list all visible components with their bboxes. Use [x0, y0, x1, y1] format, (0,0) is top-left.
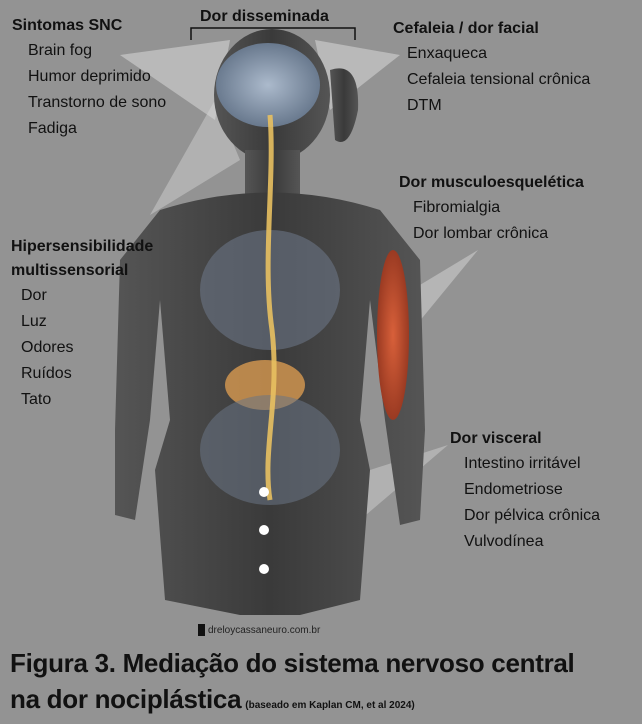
list-item: Ruídos [21, 365, 72, 382]
caption-citation: (baseado em Kaplan CM, et al 2024) [245, 700, 415, 711]
musculoskeletal-title: Dor musculoesquelética [399, 174, 584, 191]
logo-icon [198, 624, 205, 636]
list-item: Vulvodínea [464, 533, 544, 550]
headache-title: Cefaleia / dor facial [393, 20, 539, 37]
marker-dot [259, 487, 269, 497]
headache-group: Cefaleia / dor facial Enxaqueca Cefaleia… [393, 17, 590, 119]
visceral-title: Dor visceral [450, 430, 542, 447]
list-item: Dor lombar crônica [413, 225, 549, 242]
list-item: Dor [21, 287, 47, 304]
list-item: Odores [21, 339, 74, 356]
visceral-group: Dor visceral Intestino irritável Endomet… [450, 427, 600, 555]
brain [216, 43, 320, 127]
arm-muscle [377, 250, 409, 420]
body-illustration [115, 27, 478, 615]
list-item: Cefaleia tensional crônica [407, 71, 591, 88]
watermark: dreloycassaneuro.com.br [198, 624, 320, 636]
caption-line1: Figura 3. Mediação do sistema nervoso ce… [10, 648, 575, 678]
list-item: Dor pélvica crônica [464, 507, 601, 524]
hypersensitivity-group: Hipersensibilidade multissensorial Dor L… [11, 235, 153, 413]
callout-beam-hypersensitivity [150, 100, 240, 215]
cns-symptoms-group: Sintomas SNC Brain fog Humor deprimido T… [12, 14, 166, 142]
cns-title: Sintomas SNC [12, 17, 123, 34]
list-item: Transtorno de sono [28, 94, 167, 111]
list-item: Endometriose [464, 481, 563, 498]
list-item: Enxaqueca [407, 45, 488, 62]
list-item: DTM [407, 97, 442, 114]
watermark-text: dreloycassaneuro.com.br [208, 624, 321, 636]
widespread-pain-title: Dor disseminada [200, 8, 329, 25]
list-item: Humor deprimido [28, 68, 151, 85]
list-item: Fibromialgia [413, 199, 501, 216]
callout-beam-cns [120, 40, 230, 120]
list-item: Intestino irritável [464, 455, 581, 472]
list-item: Fadiga [28, 120, 77, 137]
list-item: Luz [21, 313, 47, 330]
widespread-bracket [190, 27, 356, 40]
musculoskeletal-group: Dor musculoesquelética Fibromialgia Dor … [399, 171, 584, 247]
hypersensitivity-title-line1: Hipersensibilidade [11, 238, 154, 255]
list-item: Brain fog [28, 42, 93, 59]
marker-dot [259, 525, 269, 535]
caption-line2: na dor nociplástica [10, 684, 242, 714]
spinal-nerve [265, 114, 277, 501]
list-item: Tato [21, 391, 52, 408]
figure-caption: Figura 3. Mediação do sistema nervoso ce… [10, 645, 575, 724]
marker-dot [259, 564, 269, 574]
hypersensitivity-title-line2: multissensorial [11, 262, 129, 279]
